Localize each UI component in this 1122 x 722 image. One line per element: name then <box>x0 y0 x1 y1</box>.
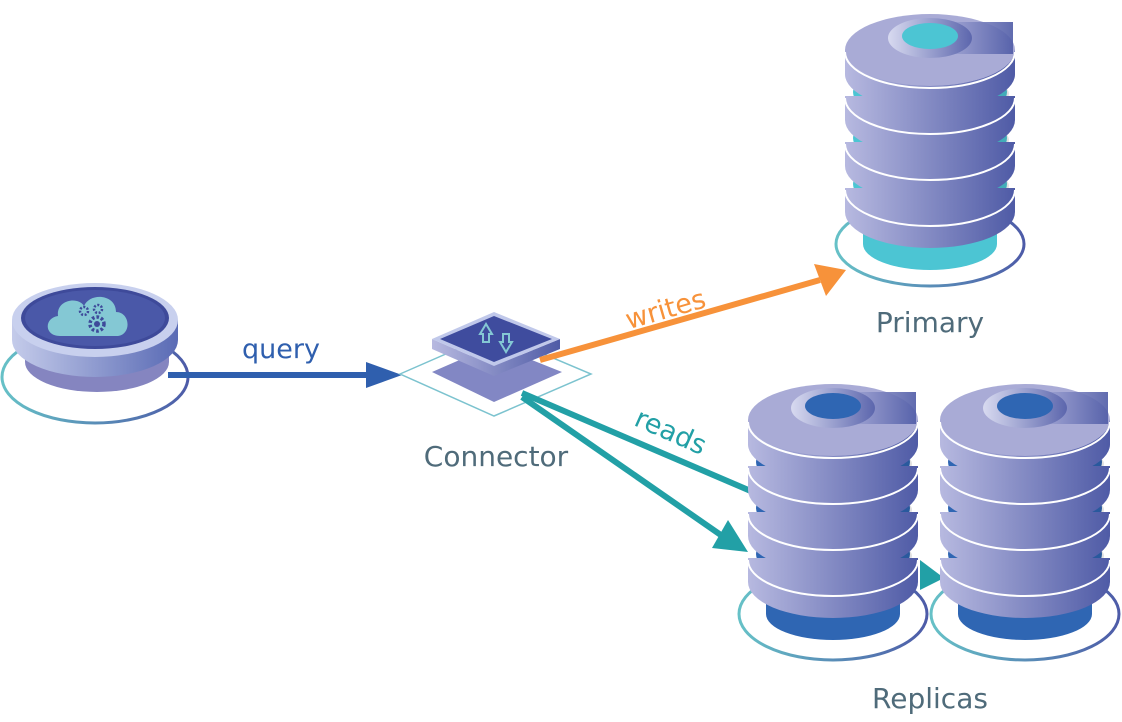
writes-label: writes <box>622 284 709 336</box>
replica-1-top-disk <box>747 384 919 480</box>
writes-edge: writes <box>539 264 846 363</box>
replica-database-2 <box>929 384 1121 662</box>
connector-label: Connector <box>424 440 569 473</box>
writes-arrowhead <box>814 264 846 296</box>
connector-plate-side <box>432 339 560 376</box>
query-label: query <box>242 334 320 365</box>
reads-arrow-line-replica-2 <box>520 390 762 498</box>
primary-top-hole <box>902 23 958 49</box>
replica-2-top-disk <box>939 384 1111 480</box>
swap-arrows-icon <box>478 322 514 354</box>
connector-plate-face <box>440 316 552 362</box>
replica-1-top-hole <box>805 393 861 419</box>
primary-database: Primary <box>834 14 1026 339</box>
writes-arrow-line <box>539 277 821 363</box>
primary-label: Primary <box>876 306 984 339</box>
replica-2-top-hole <box>997 393 1053 419</box>
query-edge: query <box>168 334 402 388</box>
connector-node: Connector <box>398 312 593 473</box>
reads-arrowhead-replica-2 <box>920 560 944 590</box>
replica-database-1 <box>737 384 929 662</box>
cloud-gears-icon <box>47 296 128 336</box>
reads-label: reads <box>630 403 711 462</box>
reads-arrowhead-replica-1 <box>712 520 748 552</box>
replicas-label: Replicas <box>872 682 988 715</box>
primary-top-disk <box>844 14 1016 110</box>
app-node <box>0 283 190 425</box>
query-arrowhead <box>366 362 402 388</box>
reads-arrow-line-replica-1 <box>520 394 730 543</box>
